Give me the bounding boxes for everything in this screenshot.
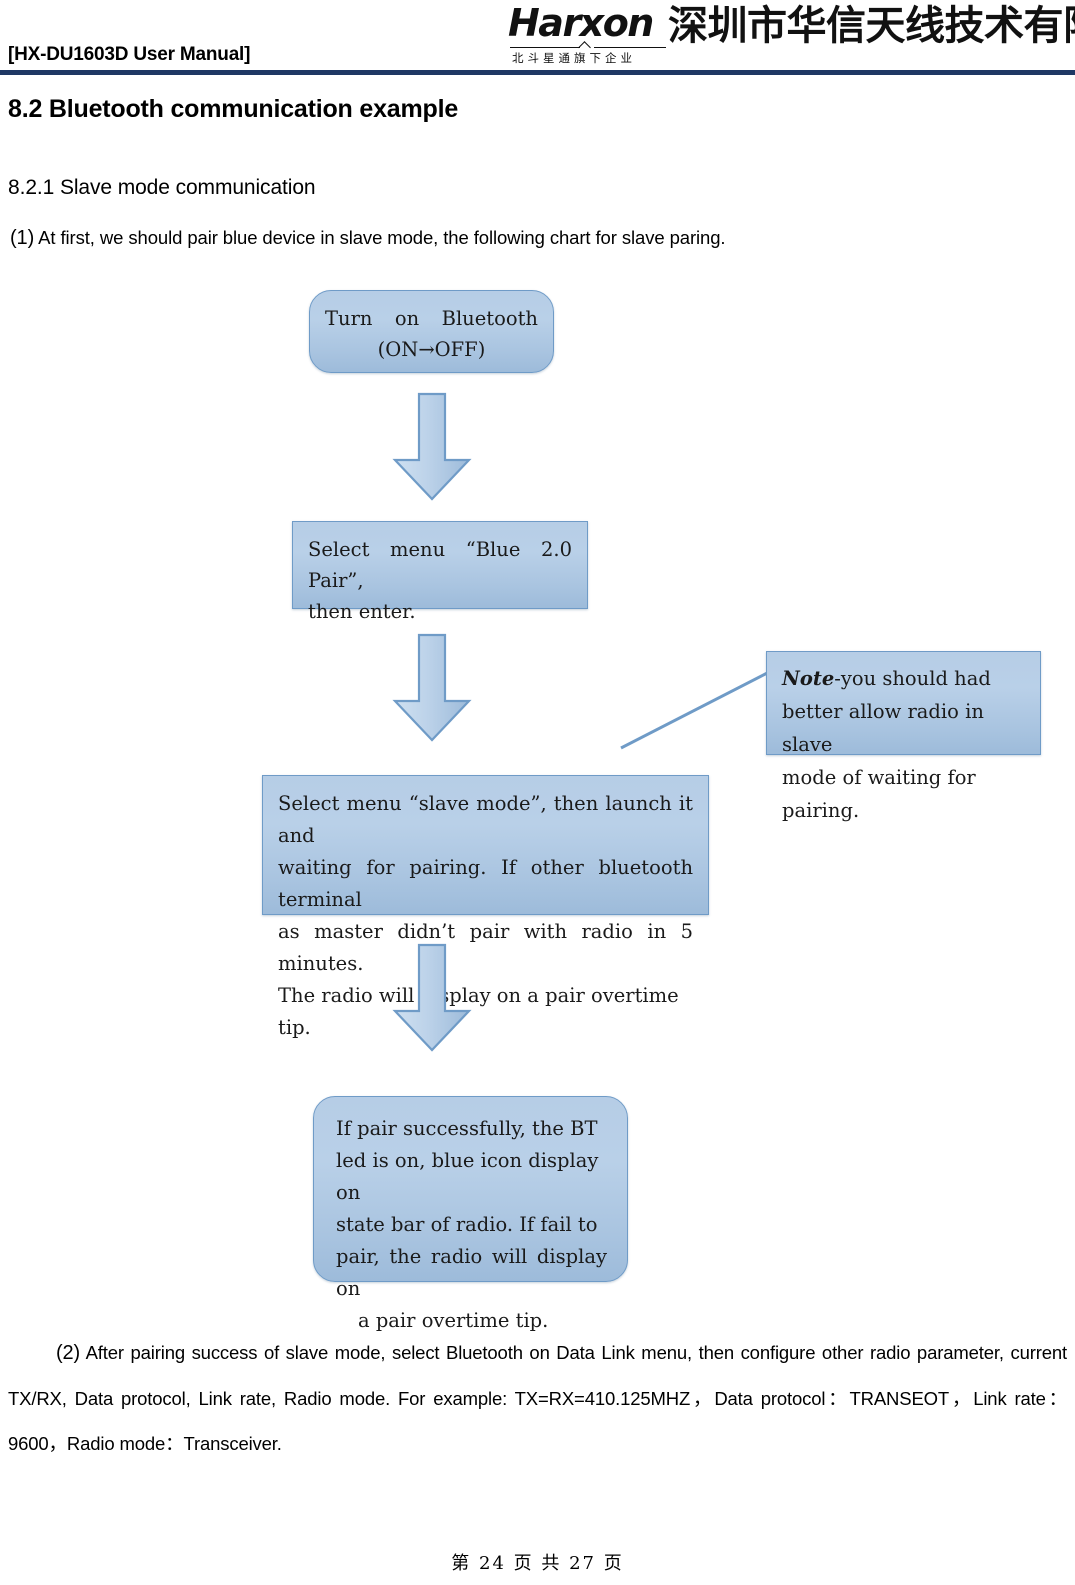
header-divider-rule: [0, 70, 1075, 75]
page-header: [HX-DU1603D User Manual] Harxon 北斗星通旗下企业…: [0, 0, 1075, 75]
arrow-down-icon-1: [392, 392, 472, 501]
flow-box-slave-mode-line-1: Select menu “slave mode”, then launch it…: [278, 792, 693, 847]
flow-box-note-line-3: mode of waiting for pairing.: [782, 766, 976, 822]
paragraph-1: (1) At first, we should pair blue device…: [10, 227, 726, 250]
manual-title: [HX-DU1603D User Manual]: [8, 44, 251, 65]
flow-box-pair-result-line-3: state bar of radio. If fail to: [336, 1213, 598, 1236]
flow-box-note-text-1: -you should had: [834, 667, 991, 690]
paragraph-2-text: After pairing success of slave mode, sel…: [8, 1342, 1067, 1454]
subsection-heading: 8.2.1 Slave mode communication: [8, 176, 316, 199]
arrow-down-icon-2: [392, 633, 472, 742]
flow-box-note: Note-you should had better allow radio i…: [766, 651, 1041, 822]
flow-box-pair-result-line-2: led is on, blue icon display on: [336, 1149, 599, 1204]
flow-box-turn-on-bluetooth: Turn on Bluetooth (ON→OFF): [309, 290, 554, 373]
flow-box-slave-mode: Select menu “slave mode”, then launch it…: [262, 775, 709, 1039]
logo-wordmark: Harxon: [508, 1, 654, 45]
flow-box-note-line-2: better allow radio in slave: [782, 700, 984, 756]
logo-caret-icon: [580, 42, 594, 49]
flow-box-slave-mode-line-3: as master didn’t pair with radio in 5 mi…: [278, 920, 693, 975]
arrow-down-icon-3: [392, 943, 472, 1052]
flow-box-select-blue-pair-line-1: Select menu “Blue 2.0 Pair”,: [308, 538, 572, 592]
flow-box-slave-mode-line-2: waiting for pairing. If other bluetooth …: [278, 856, 693, 911]
note-connector-line: [620, 668, 774, 750]
section-heading: 8.2 Bluetooth communication example: [8, 95, 459, 123]
company-name-cn: 深圳市华信天线技术有限公司: [668, 3, 1075, 49]
harxon-logo: Harxon 北斗星通旗下企业: [508, 2, 668, 68]
logo-subtitle: 北斗星通旗下企业: [512, 51, 636, 65]
flow-box-pair-result-line-5: a pair overtime tip.: [358, 1309, 549, 1332]
flow-box-select-blue-pair-line-2: then enter.: [308, 600, 416, 623]
flow-box-note-label: Note: [782, 667, 835, 690]
paragraph-1-text: At first, we should pair blue device in …: [34, 227, 726, 248]
flow-box-note-line-1: Note-you should had: [782, 662, 1025, 695]
flow-box-turn-on-bluetooth-line-2: (ON→OFF): [377, 338, 486, 361]
flow-box-pair-result: If pair successfully, the BT led is on, …: [313, 1096, 628, 1332]
flow-box-slave-mode-line-4: The radio will display on a pair overtim…: [278, 984, 679, 1039]
flow-box-turn-on-bluetooth-line-1: Turn on Bluetooth: [325, 307, 538, 330]
flow-box-pair-result-line-4: pair, the radio will display on: [336, 1245, 607, 1300]
paragraph-1-number: (1): [10, 227, 35, 249]
paragraph-2-number: (2): [56, 1342, 80, 1364]
flow-box-pair-result-line-1: If pair successfully, the BT: [336, 1117, 598, 1140]
flow-box-select-blue-pair: Select menu “Blue 2.0 Pair”, then enter.: [292, 521, 588, 623]
page-footer: 第 24 页 共 27 页: [451, 1553, 624, 1574]
paragraph-2: (2) After pairing success of slave mode,…: [8, 1330, 1067, 1466]
